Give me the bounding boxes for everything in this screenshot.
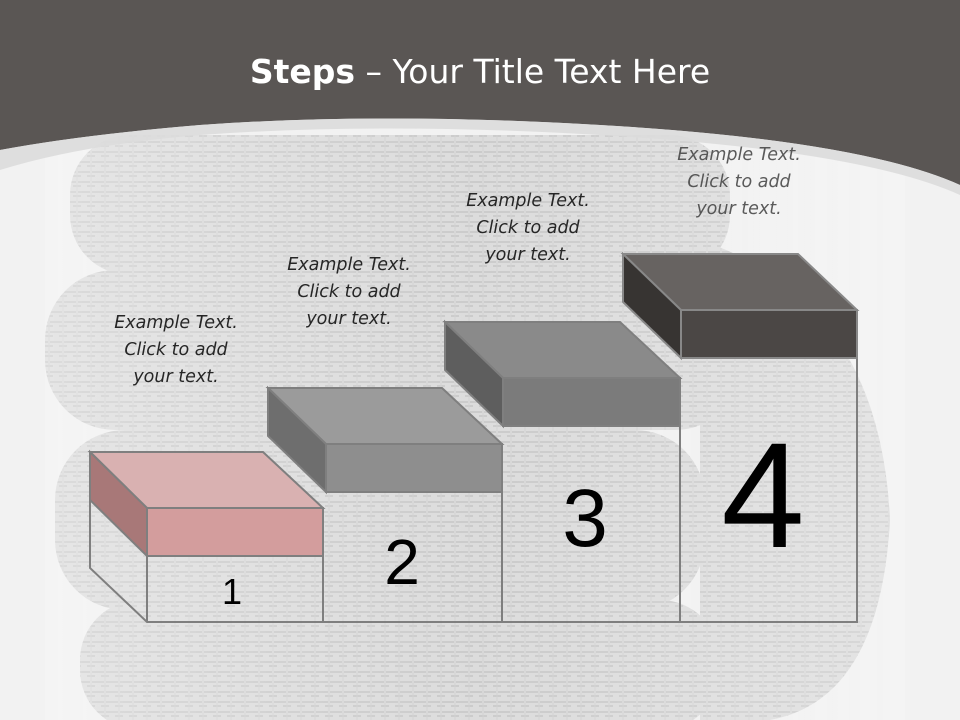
step-1-caption[interactable]: Example Text. Click to add your text. <box>114 313 238 387</box>
step-1-block <box>87 449 326 559</box>
step-4-caption[interactable]: Example Text. Click to add your text. <box>677 145 801 219</box>
step-2-number: 2 <box>384 526 420 598</box>
step-1-number: 1 <box>221 571 243 612</box>
step-2-caption[interactable]: Example Text. Click to add your text. <box>287 255 411 329</box>
step-4-number: 4 <box>721 411 805 579</box>
step-3-block <box>442 319 683 429</box>
step-2-block <box>265 385 505 495</box>
step-3-number: 3 <box>562 473 608 564</box>
step-3-caption[interactable]: Example Text. Click to add your text. <box>466 191 590 265</box>
step-4-block <box>620 251 860 361</box>
title-rest: – Your Title Text Here <box>355 52 711 91</box>
title-bold: Steps <box>249 52 356 91</box>
slide-title[interactable]: Steps – Your Title Text Here <box>0 52 960 91</box>
